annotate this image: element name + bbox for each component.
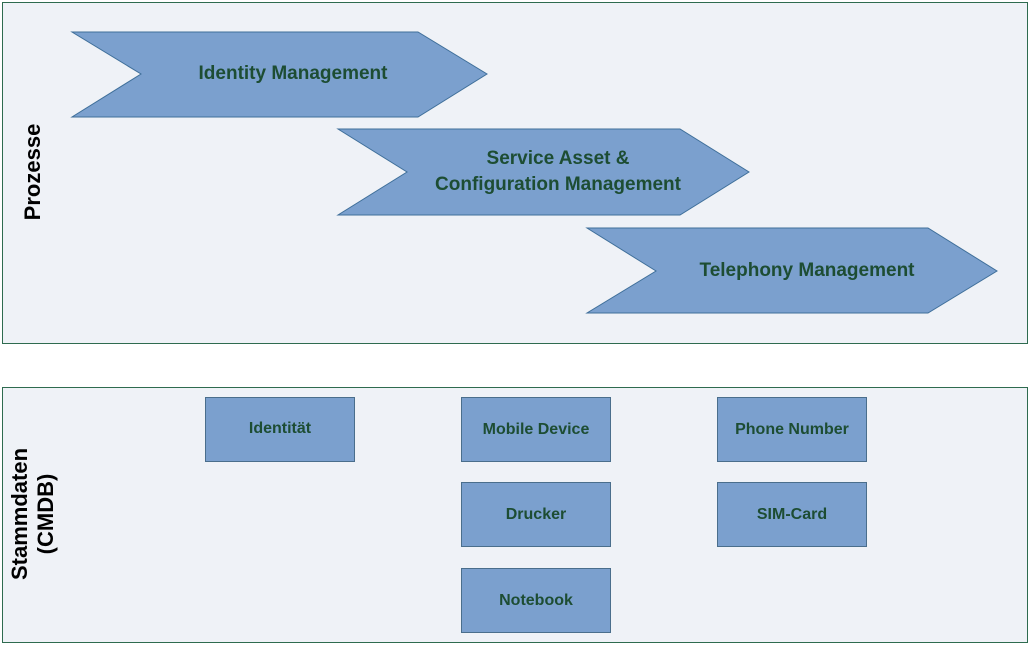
masterdata-label-line2: (CMDB) (33, 473, 58, 555)
box-phone-number: Phone Number (717, 397, 867, 462)
box-notebook: Notebook (461, 568, 611, 633)
masterdata-label-line1: Stammdaten (7, 447, 32, 581)
box-mobile-device: Mobile Device (461, 397, 611, 462)
service-asset-label-line2: Configuration Management (435, 174, 681, 195)
box-printer: Drucker (461, 482, 611, 547)
box-sim-card: SIM-Card (717, 482, 867, 547)
service-asset-configuration-label: Service Asset & Configuration Management (435, 146, 681, 198)
telephony-management-label: Telephony Management (699, 260, 915, 281)
processes-label: Prozesse (20, 123, 45, 221)
identity-management-label: Identity Management (198, 63, 388, 84)
masterdata-label: Stammdaten (CMDB) (7, 448, 59, 580)
service-asset-label-line1: Service Asset & (486, 148, 630, 169)
box-identity: Identität (205, 397, 355, 462)
